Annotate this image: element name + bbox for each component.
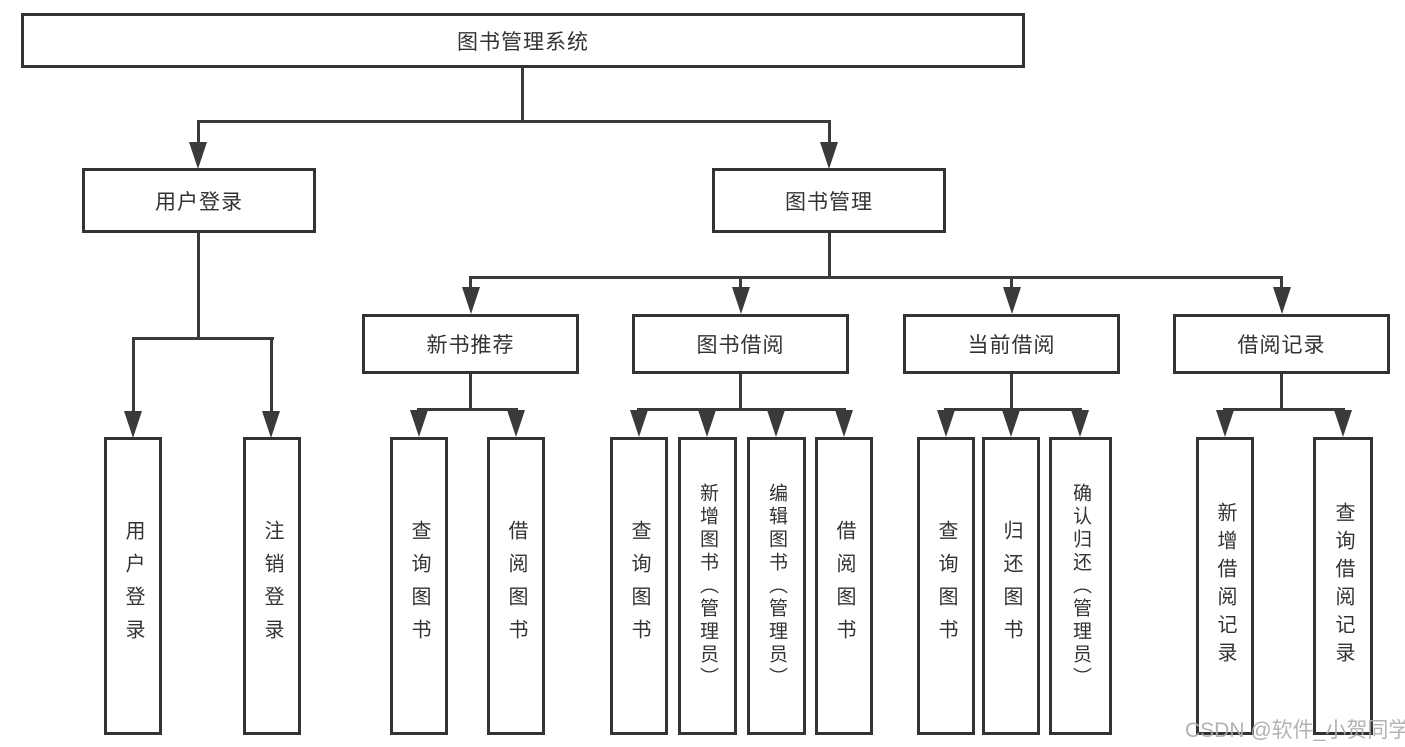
connector-line — [197, 120, 200, 146]
leaf-return-book-label: 归还图书 — [1000, 520, 1022, 652]
leaf-borrow-book-recommend: 借阅图书 — [487, 437, 545, 735]
connector-line — [197, 120, 831, 123]
arrow-down-icon — [767, 410, 785, 437]
csdn-watermark: CSDN @软件_小贺同学 — [1185, 719, 1405, 742]
leaf-query-book-current: 查询图书 — [917, 437, 975, 735]
connector-line — [270, 337, 273, 415]
leaf-borrow-book-label: 借阅图书 — [833, 520, 855, 652]
leaf-edit-book-admin: 编辑图书（管理员） — [747, 437, 806, 735]
connector-line — [197, 233, 200, 337]
connector-line — [1280, 276, 1283, 292]
connector-line — [1223, 408, 1345, 411]
node-new-book-recommend: 新书推荐 — [362, 314, 579, 374]
leaf-query-book-recommend-label: 查询图书 — [408, 520, 430, 652]
node-user-login-label: 用户登录 — [155, 190, 243, 214]
leaf-user-login-label: 用户登录 — [122, 520, 144, 652]
arrow-down-icon — [937, 410, 955, 437]
node-user-login: 用户登录 — [82, 168, 316, 233]
connector-line — [828, 120, 831, 146]
connector-line — [469, 276, 1282, 279]
connector-line — [132, 337, 274, 340]
node-book-management-label: 图书管理 — [785, 190, 873, 214]
node-new-book-recommend-label: 新书推荐 — [426, 334, 515, 357]
connector-line — [417, 408, 518, 411]
leaf-add-book-admin-label: 新增图书（管理员） — [697, 482, 718, 690]
arrow-down-icon — [189, 142, 207, 169]
leaf-add-borrow-record-label: 新增借阅记录 — [1214, 502, 1236, 670]
leaf-borrow-book: 借阅图书 — [815, 437, 873, 735]
arrow-down-icon — [1216, 410, 1234, 437]
arrow-down-icon — [698, 410, 716, 437]
leaf-query-borrow-record: 查询借阅记录 — [1313, 437, 1373, 735]
leaf-add-book-admin: 新增图书（管理员） — [678, 437, 737, 735]
connector-line — [739, 374, 742, 408]
arrow-down-icon — [1003, 287, 1021, 314]
connector-line — [739, 276, 742, 292]
arrow-down-icon — [732, 287, 750, 314]
node-current-borrow-label: 当前借阅 — [967, 334, 1056, 357]
leaf-logout-label: 注销登录 — [261, 520, 283, 652]
leaf-query-book-borrow-label: 查询图书 — [628, 520, 650, 652]
connector-line — [828, 233, 831, 276]
node-root-label: 图书管理系统 — [457, 30, 589, 54]
arrow-down-icon — [1334, 410, 1352, 437]
arrow-down-icon — [1071, 410, 1089, 437]
node-borrow-record: 借阅记录 — [1173, 314, 1390, 374]
arrow-down-icon — [820, 142, 838, 169]
node-book-borrow: 图书借阅 — [632, 314, 849, 374]
connector-line — [469, 276, 472, 292]
node-borrow-record-label: 借阅记录 — [1237, 334, 1326, 357]
arrow-down-icon — [1273, 287, 1291, 314]
connector-line — [1280, 374, 1283, 408]
arrow-down-icon — [262, 411, 280, 438]
node-root: 图书管理系统 — [21, 13, 1025, 68]
arrow-down-icon — [630, 410, 648, 437]
node-book-borrow-label: 图书借阅 — [696, 334, 785, 357]
connector-line — [469, 374, 472, 408]
leaf-add-borrow-record: 新增借阅记录 — [1196, 437, 1254, 735]
node-current-borrow: 当前借阅 — [903, 314, 1120, 374]
leaf-edit-book-admin-label: 编辑图书（管理员） — [766, 482, 787, 690]
leaf-borrow-book-recommend-label: 借阅图书 — [505, 520, 527, 652]
leaf-query-book-recommend: 查询图书 — [390, 437, 448, 735]
leaf-query-book-current-label: 查询图书 — [935, 520, 957, 652]
leaf-logout: 注销登录 — [243, 437, 301, 735]
leaf-query-book-borrow: 查询图书 — [610, 437, 668, 735]
node-book-management: 图书管理 — [712, 168, 946, 233]
connector-line — [1010, 276, 1013, 292]
leaf-return-book: 归还图书 — [982, 437, 1040, 735]
arrow-down-icon — [835, 410, 853, 437]
arrow-down-icon — [410, 410, 428, 437]
leaf-user-login: 用户登录 — [104, 437, 162, 735]
connector-line — [521, 68, 524, 122]
arrow-down-icon — [462, 287, 480, 314]
connector-line — [944, 408, 1082, 411]
leaf-confirm-return-admin: 确认归还（管理员） — [1049, 437, 1112, 735]
connector-line — [132, 337, 135, 415]
arrow-down-icon — [507, 410, 525, 437]
arrow-down-icon — [1002, 410, 1020, 437]
arrow-down-icon — [124, 411, 142, 438]
connector-line — [637, 408, 846, 411]
connector-line — [1010, 374, 1013, 408]
leaf-query-borrow-record-label: 查询借阅记录 — [1332, 502, 1354, 670]
leaf-confirm-return-admin-label: 确认归还（管理员） — [1070, 482, 1091, 690]
